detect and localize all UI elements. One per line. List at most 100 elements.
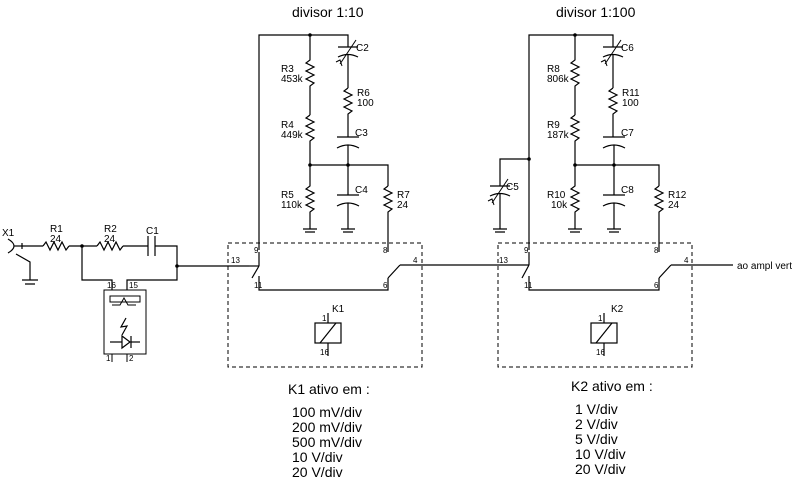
r10-value: 10k xyxy=(551,200,568,211)
k2-pin-8: 8 xyxy=(654,246,659,255)
trimmer-capacitor-c5: C5 xyxy=(487,178,519,233)
resistor-r8: R8 806k xyxy=(547,35,581,115)
c8-ref: C8 xyxy=(621,185,634,196)
k2-pin-11: 11 xyxy=(524,281,533,290)
k1-pin-8: 8 xyxy=(383,246,388,255)
wire-protector-pin16 xyxy=(81,246,113,290)
r4-ref: R4 xyxy=(281,120,294,131)
k1-range-item: 10 V/div xyxy=(292,449,343,465)
r6-ref: R6 xyxy=(357,88,370,99)
r1-value: 24 xyxy=(50,234,62,245)
lightning-icon xyxy=(119,317,129,336)
relay-k2: 9 13 11 8 4 6 1 16 K2 xyxy=(497,242,693,368)
resistor-r5: R5 110k xyxy=(281,165,317,233)
k2-range-item: 20 V/div xyxy=(575,461,626,477)
k2-pin-9: 9 xyxy=(524,246,529,255)
k2-range-item: 10 V/div xyxy=(575,446,626,462)
r11-ref: R11 xyxy=(622,88,640,99)
c3-ref: C3 xyxy=(355,128,368,139)
wire-mid-node-2 xyxy=(575,164,660,186)
k2-heading: K2 ativo em : xyxy=(571,378,653,394)
protection-device: 16 15 1 2 xyxy=(103,281,147,363)
output-label: ao ampl vert xyxy=(737,261,792,272)
r1-ref: R1 xyxy=(50,224,63,235)
r7-value: 24 xyxy=(397,200,409,211)
k2-range-item: 2 V/div xyxy=(575,416,618,432)
resistor-r12: R12 24 xyxy=(653,185,687,252)
c5-ref: C5 xyxy=(506,182,519,193)
c6-ref: C6 xyxy=(621,43,634,54)
protector-pin-16: 16 xyxy=(107,281,116,290)
capacitor-c3: C3 xyxy=(336,128,368,165)
protector-pin-2: 2 xyxy=(129,354,134,363)
wire-k2-pin9-top xyxy=(528,34,575,250)
resistor-r11: R11 100 xyxy=(607,87,640,137)
wire-protector-pin15 xyxy=(126,266,178,290)
capacitor-c7: C7 xyxy=(602,128,634,165)
relay-k2-enclosure xyxy=(497,242,693,368)
input-connector-x1: X1 xyxy=(2,228,38,285)
k1-pin-13: 13 xyxy=(231,256,240,265)
x1-label: X1 xyxy=(2,228,15,239)
resistor-r4: R4 449k xyxy=(281,114,316,165)
r12-ref: R12 xyxy=(668,190,687,201)
k2-pin-13: 13 xyxy=(499,256,508,265)
trimmer-capacitor-c2: C2 xyxy=(335,39,369,88)
k2-pin-1: 1 xyxy=(598,314,603,323)
relay-k1: 9 13 11 8 4 6 1 16 K1 xyxy=(227,242,423,368)
r2-ref: R2 xyxy=(104,224,117,235)
k1-pin-6: 6 xyxy=(383,281,388,290)
resistor-r9: R9 187k xyxy=(547,114,581,165)
r10-ref: R10 xyxy=(547,190,566,201)
r5-value: 110k xyxy=(281,200,303,211)
k1-range-item: 200 mV/div xyxy=(292,419,362,435)
c2-ref: C2 xyxy=(356,43,369,54)
capacitor-c4: C4 xyxy=(336,165,368,233)
k1-label: K1 xyxy=(332,304,345,315)
r2-value: 24 xyxy=(104,234,116,245)
wire-c1-node xyxy=(155,245,178,266)
r9-ref: R9 xyxy=(547,120,560,131)
capacitor-c8: C8 xyxy=(602,165,634,233)
c4-ref: C4 xyxy=(355,185,368,196)
wire-top-c2 xyxy=(310,34,349,47)
k1-pin-11: 11 xyxy=(254,281,263,290)
wire-top-c6 xyxy=(575,34,614,47)
protector-pin-1: 1 xyxy=(106,354,111,363)
k1-range-item: 500 mV/div xyxy=(292,434,362,450)
k1-range-item: 20 V/div xyxy=(292,464,343,480)
trimmer-capacitor-c6: C6 xyxy=(600,39,634,88)
resistor-r6: R6 100 xyxy=(342,87,374,137)
r3-ref: R3 xyxy=(281,64,294,75)
k1-pin-16: 16 xyxy=(320,348,329,357)
protector-pin-15: 15 xyxy=(129,281,138,290)
r12-value: 24 xyxy=(668,200,680,211)
k1-range-item: 100 mV/div xyxy=(292,404,362,420)
k1-pin-4: 4 xyxy=(413,256,418,265)
resistor-r3: R3 453k xyxy=(281,35,316,115)
k2-range-item: 1 V/div xyxy=(575,401,618,417)
capacitor-c1: C1 xyxy=(146,226,159,256)
wire-mid-node xyxy=(310,164,389,186)
resistor-r7: R7 24 xyxy=(382,185,410,252)
r11-value: 100 xyxy=(622,98,639,109)
k1-pin-9: 9 xyxy=(254,246,259,255)
wire-c5 xyxy=(499,158,529,186)
wire-k1-pin9-top xyxy=(258,34,310,250)
r8-value: 806k xyxy=(547,74,570,85)
r5-ref: R5 xyxy=(281,190,294,201)
title-divisor-1-10: divisor 1:10 xyxy=(292,4,364,20)
k2-range-item: 5 V/div xyxy=(575,431,618,447)
c7-ref: C7 xyxy=(621,128,634,139)
r4-value: 449k xyxy=(281,130,304,141)
r8-ref: R8 xyxy=(547,64,560,75)
resistor-r2: R2 24 xyxy=(96,224,124,252)
r9-value: 187k xyxy=(547,130,570,141)
k1-pin-1: 1 xyxy=(322,314,327,323)
relay-k1-enclosure xyxy=(227,242,423,368)
k1-heading: K1 ativo em : xyxy=(288,381,370,397)
r6-value: 100 xyxy=(357,98,374,109)
k2-pin-16: 16 xyxy=(596,348,605,357)
k2-pin-4: 4 xyxy=(684,256,689,265)
